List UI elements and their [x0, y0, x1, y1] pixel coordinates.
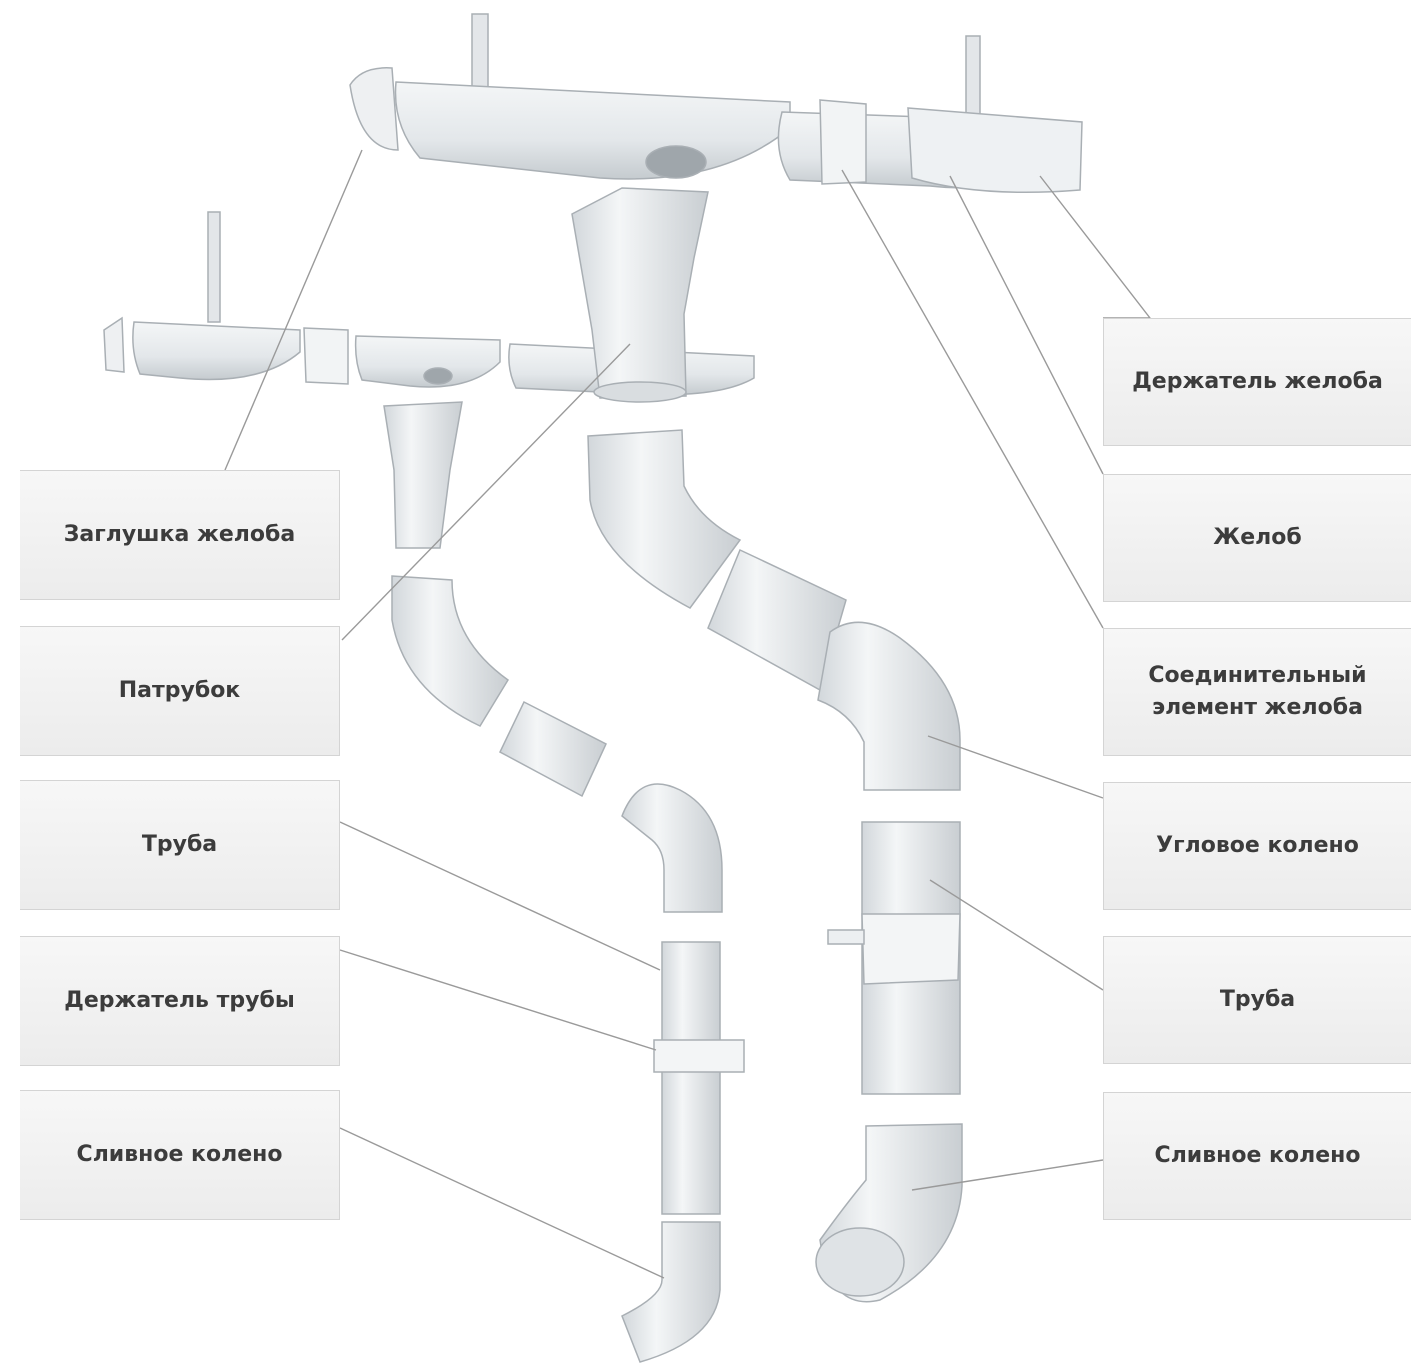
- label-pipe-holder-text: Держатель трубы: [64, 988, 295, 1014]
- lower-gutter-middle: [354, 335, 501, 388]
- upper-gutter-connector: [819, 99, 867, 185]
- right-upper-elbow: [587, 429, 742, 609]
- leader-drain-elbow-right: [911, 1159, 1104, 1191]
- label-outlet-text: Патрубок: [118, 678, 241, 704]
- label-gutter-connector-text: Соединительный элемент желоба: [1148, 663, 1367, 720]
- left-downpipe: [383, 401, 745, 1363]
- lower-gutter-end-cap: [103, 316, 125, 373]
- left-lower-elbow: [621, 783, 723, 913]
- label-pipe-left: Труба: [20, 780, 340, 910]
- lower-gutter-left: [132, 321, 301, 381]
- label-pipe-right: Труба: [1103, 936, 1411, 1064]
- label-gutter-text: Желоб: [1213, 525, 1302, 551]
- label-gutter-cap: Заглушка желоба: [20, 470, 340, 600]
- leader-lines: [224, 149, 1152, 1279]
- label-outlet: Патрубок: [20, 626, 340, 756]
- label-drain-elbow-right: Сливное колено: [1103, 1092, 1411, 1220]
- upper-gutter-run: [349, 13, 1083, 194]
- leader-gutter-cap: [224, 149, 363, 471]
- label-drain-elbow-left-text: Сливное колено: [76, 1142, 283, 1168]
- leader-pipe-holder: [339, 949, 657, 1051]
- left-drain-elbow: [621, 1221, 721, 1363]
- left-upper-elbow: [391, 575, 510, 727]
- right-drain-elbow-mouth: [815, 1227, 905, 1297]
- left-pipe-holder: [653, 1039, 745, 1073]
- label-corner-elbow: Угловое колено: [1103, 782, 1411, 910]
- lower-gutter-connector: [303, 327, 349, 385]
- label-drain-elbow-right-text: Сливное колено: [1154, 1143, 1361, 1169]
- leader-gutter-holder: [1039, 175, 1152, 319]
- right-downpipe: [571, 187, 963, 1303]
- upper-gutter-holder: [907, 107, 1083, 194]
- leader-outlet: [341, 343, 631, 641]
- leader-pipe-right: [929, 879, 1104, 991]
- label-pipe-holder: Держатель трубы: [20, 936, 340, 1066]
- right-outlet: [571, 187, 709, 399]
- right-pipe-holder-tab: [827, 929, 865, 945]
- label-gutter-cap-text: Заглушка желоба: [63, 522, 296, 548]
- upper-gutter-outlet-hole: [645, 145, 707, 179]
- right-corner-elbow: [817, 621, 961, 791]
- leader-corner-elbow: [927, 735, 1104, 799]
- label-gutter-holder: Держатель желоба: [1103, 318, 1411, 446]
- label-gutter: Желоб: [1103, 474, 1411, 602]
- left-pipe-segment: [499, 700, 607, 798]
- leader-gutter: [949, 175, 1104, 475]
- upper-gutter-main: [394, 81, 791, 180]
- left-pipe: [661, 941, 721, 1215]
- upper-hook-bracket-1: [471, 13, 489, 95]
- right-outlet-mouth: [593, 381, 687, 403]
- upper-gutter-end-cap: [349, 67, 399, 151]
- label-drain-elbow-left: Сливное колено: [20, 1090, 340, 1220]
- leader-gutter-connector: [841, 169, 1104, 629]
- label-pipe-left-text: Труба: [141, 832, 218, 858]
- left-outlet: [383, 401, 463, 549]
- label-gutter-holder-text: Держатель желоба: [1132, 369, 1383, 395]
- leader-pipe-left: [339, 821, 661, 971]
- label-corner-elbow-text: Угловое колено: [1156, 833, 1359, 859]
- right-pipe-holder: [861, 913, 961, 985]
- label-gutter-connector: Соединительный элемент желоба: [1103, 628, 1411, 756]
- leader-drain-elbow-left: [339, 1127, 665, 1279]
- label-pipe-right-text: Труба: [1219, 987, 1296, 1013]
- lower-hook-bracket: [207, 211, 221, 323]
- upper-hook-bracket-2: [965, 35, 981, 117]
- lower-gutter-outlet-hole: [423, 367, 453, 385]
